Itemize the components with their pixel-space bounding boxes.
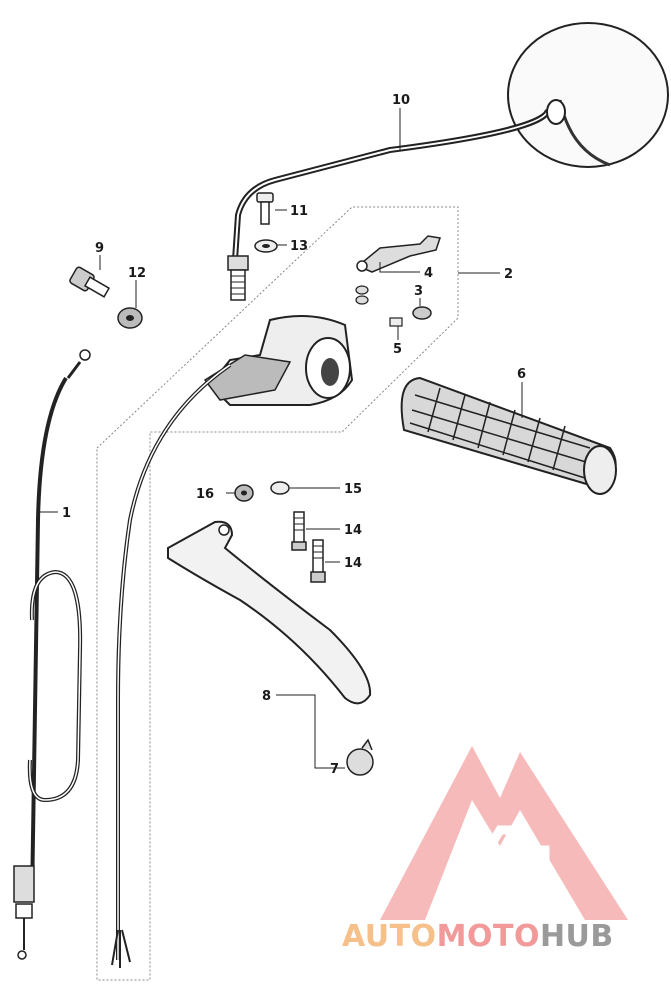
callout-label-8: 8 <box>262 689 271 704</box>
pivot-bolt <box>291 511 326 583</box>
watermark-hub: HUB <box>540 919 614 954</box>
lever-knob <box>346 738 374 776</box>
control-cable <box>13 349 91 960</box>
watermark-auto: AUTO <box>342 919 437 954</box>
small-screw <box>355 285 403 327</box>
pivot-nut <box>234 484 254 502</box>
rear-view-mirror <box>227 22 669 301</box>
watermark-moto: MOTO <box>437 919 540 954</box>
callout-label-9: 9 <box>95 241 104 256</box>
nut <box>117 307 143 329</box>
callout-label-16: 16 <box>196 487 214 502</box>
handlebar-grip <box>400 376 617 495</box>
callout-label-14a: 14 <box>344 523 362 538</box>
washer-small <box>412 306 432 320</box>
callout-label-3: 3 <box>414 284 423 299</box>
callout-label-7: 7 <box>330 762 339 777</box>
clutch-lever <box>167 520 372 705</box>
callout-label-1: 1 <box>62 506 71 521</box>
callout-label-11: 11 <box>290 204 308 219</box>
callout-label-10: 10 <box>392 93 410 108</box>
mirror-bolt <box>256 192 274 225</box>
adjuster-screw <box>69 266 111 298</box>
watermark-text: AUTOMOTOHUB <box>342 919 614 954</box>
pivot-washer <box>270 481 290 495</box>
cable-bracket <box>356 235 441 273</box>
callout-label-14b: 14 <box>344 556 362 571</box>
callout-label-6: 6 <box>517 367 526 382</box>
callout-label-13: 13 <box>290 239 308 254</box>
leader-lines <box>40 108 523 769</box>
watermark-logo-icon <box>380 746 628 920</box>
callout-label-15: 15 <box>344 482 362 497</box>
callout-label-12: 12 <box>128 266 146 281</box>
washer <box>254 239 278 253</box>
switch-housing <box>111 315 354 968</box>
callout-label-5: 5 <box>393 342 402 357</box>
callout-label-4: 4 <box>424 266 433 281</box>
assembly-outline <box>96 206 459 981</box>
callout-label-2: 2 <box>504 267 513 282</box>
